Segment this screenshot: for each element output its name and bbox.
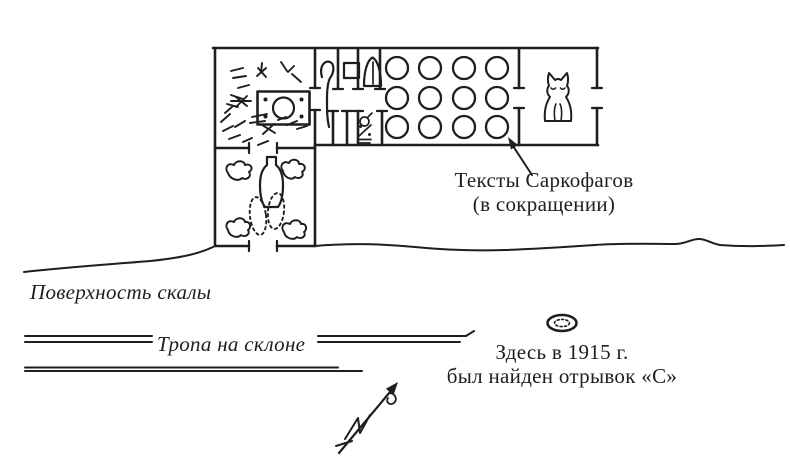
find-spot-label: Здесь в 1915 г. был найден отрывок «С» [417,340,707,388]
callout-arrow-icon [508,137,533,176]
hieroglyph-panel-icon [358,112,373,144]
offering-table-icon [256,90,311,126]
north-arrow-icon [335,382,398,455]
find-spot-oval-icon [546,313,578,333]
rock-surface-line [23,238,785,273]
path-on-slope-label: Тропа на склоне [157,332,306,356]
crook-staff-icon [320,60,335,129]
find-spot-line1: Здесь в 1915 г. [495,340,629,364]
sarcophagus-texts-line2: (в сокращении) [472,192,616,216]
rock-surface-label: Поверхность скалы [30,280,212,304]
vase-icon [258,155,285,209]
debris-marks-icon [220,61,308,146]
tomb-walls [211,46,600,248]
sarcophagus-texts-line1: Тексты Саркофагов [454,168,634,192]
path-slope-lines [24,330,475,372]
sarcophagus-texts-label: Тексты Саркофагов (в сокращении) [424,168,664,216]
cat-statue-icon [543,72,573,122]
dotted-pits-icon [248,192,286,236]
rock-blobs-icon [225,158,308,240]
square-block-icon [342,61,361,80]
shrine-loaf-icon [362,56,383,88]
find-spot-line2: был найден отрывок «С» [446,364,678,388]
doorway-ticks [247,86,604,253]
sarcophagus-pit-grid [384,55,510,140]
